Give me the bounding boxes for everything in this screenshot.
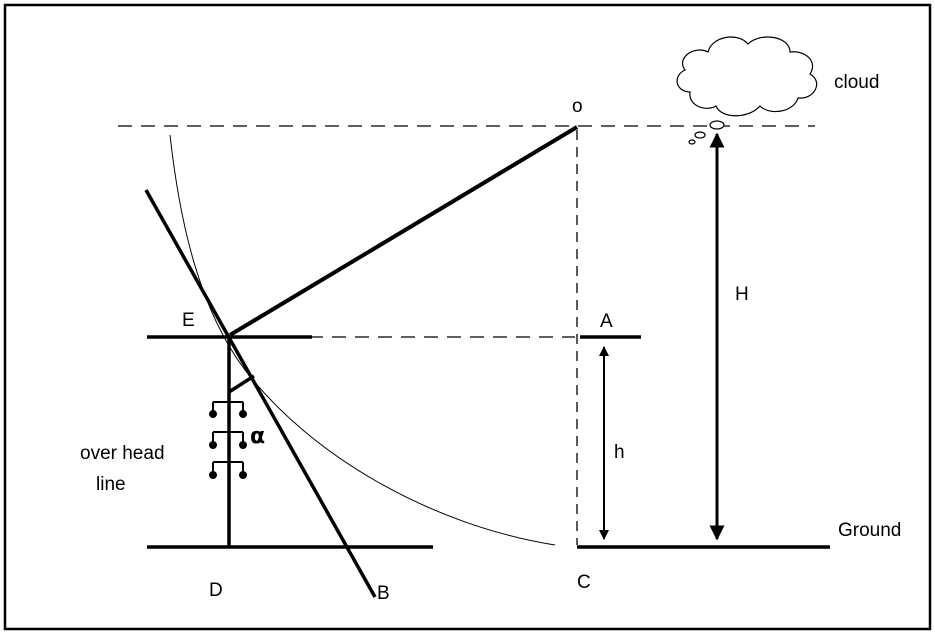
label-ground: Ground	[838, 520, 901, 541]
label-overhead-line-1: over head	[80, 443, 165, 464]
tangent-line-b	[144, 189, 377, 598]
label-point-o: o	[572, 96, 583, 117]
insulator-icon	[209, 401, 247, 479]
label-height-small: h	[614, 442, 625, 463]
label-cloud: cloud	[834, 72, 879, 93]
label-alpha: α	[250, 424, 265, 449]
angle-segment	[228, 374, 255, 394]
label-point-a: A	[600, 311, 613, 332]
line-e-o	[228, 125, 579, 337]
label-point-e: E	[182, 310, 195, 331]
cloud-icon	[676, 36, 818, 145]
label-point-d: D	[209, 580, 223, 601]
label-point-b: B	[377, 583, 390, 604]
label-overhead-line-2: line	[96, 474, 126, 495]
label-point-c: C	[577, 572, 591, 593]
diagram-frame	[3, 3, 932, 631]
label-height-big: H	[735, 284, 749, 305]
